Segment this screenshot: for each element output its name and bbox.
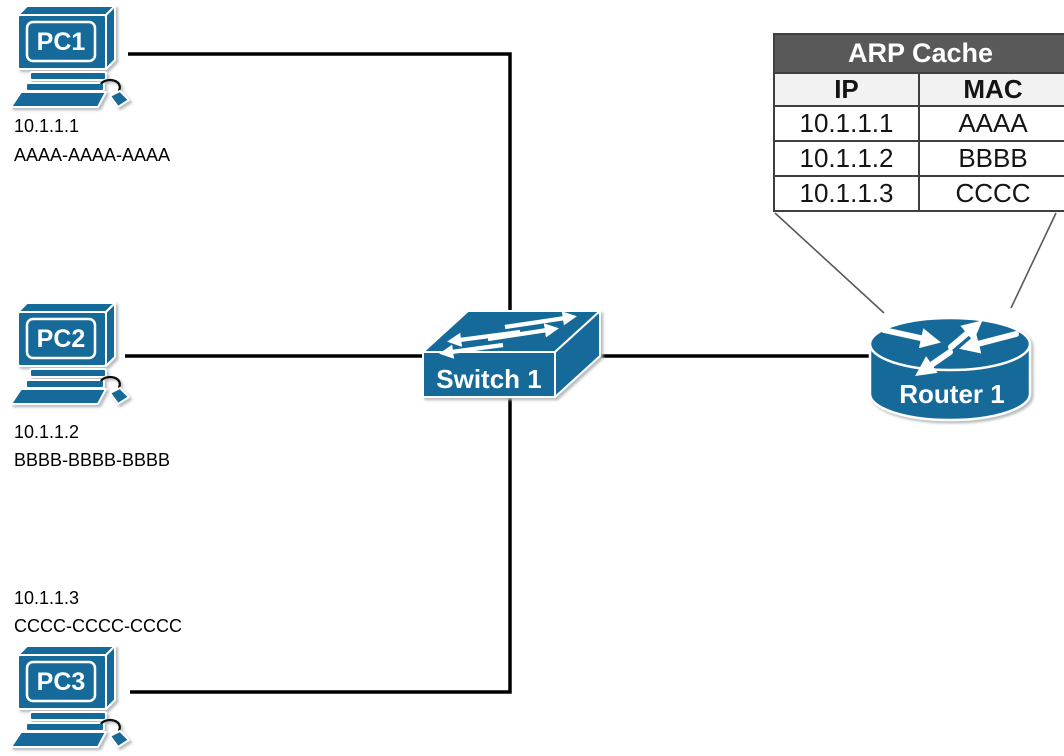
network-links [125,52,874,694]
arp-col-header-mac: MAC [963,74,1023,104]
switch-icon: Switch 1 [422,310,601,398]
arp-row-1-ip: 10.1.1.1 [775,107,920,140]
link-pc3-switch [130,397,512,694]
arp-row-3: 10.1.1.3 CCCC [775,175,1064,210]
switch-label: Switch 1 [436,364,541,394]
arp-row-1: 10.1.1.1 AAAA [775,105,1064,140]
pc2-mac-label: BBBB-BBBB-BBBB [14,450,171,470]
callout-line-left [774,212,885,314]
router-icon: Router 1 [868,316,1032,422]
pc2-screen-label: PC2 [37,325,86,353]
arp-col-header-ip: IP [775,74,920,105]
pc2-ip-label: 10.1.1.2 [14,422,80,442]
arp-row-2-ip: 10.1.1.2 [775,142,920,175]
router-label: Router 1 [899,379,1004,409]
router-arrows-icon [881,320,1019,377]
pc3-icon [9,644,131,749]
arp-row-3-ip: 10.1.1.3 [775,177,920,210]
arp-cache-header-row: IP MAC [775,72,1064,105]
callout-line-right [1010,212,1057,309]
pc1-screen-label: PC1 [37,28,86,56]
arp-row-1-mac: AAAA [958,108,1028,138]
switch-arrows-icon [439,311,577,359]
pc3-screen-label: PC3 [37,668,86,696]
pc1-mac-label: AAAA-AAAA-AAAA [14,145,171,165]
pc3-mac-label: CCCC-CCCC-CCCC [14,616,182,636]
arp-row-2-mac: BBBB [958,143,1028,173]
pc1-ip-label: 10.1.1.1 [14,116,80,136]
arp-row-3-mac: CCCC [955,178,1031,208]
pc2-icon [9,301,131,406]
link-pc1-switch [128,52,512,310]
arp-callout-lines [774,212,1057,314]
arp-cache-table: ARP Cache IP MAC 10.1.1.1 AAAA 10.1.1.2 … [773,33,1064,212]
pc1-icon [9,4,131,109]
arp-row-2: 10.1.1.2 BBBB [775,140,1064,175]
arp-cache-title: ARP Cache [775,35,1064,72]
pc3-ip-label: 10.1.1.3 [14,588,80,608]
